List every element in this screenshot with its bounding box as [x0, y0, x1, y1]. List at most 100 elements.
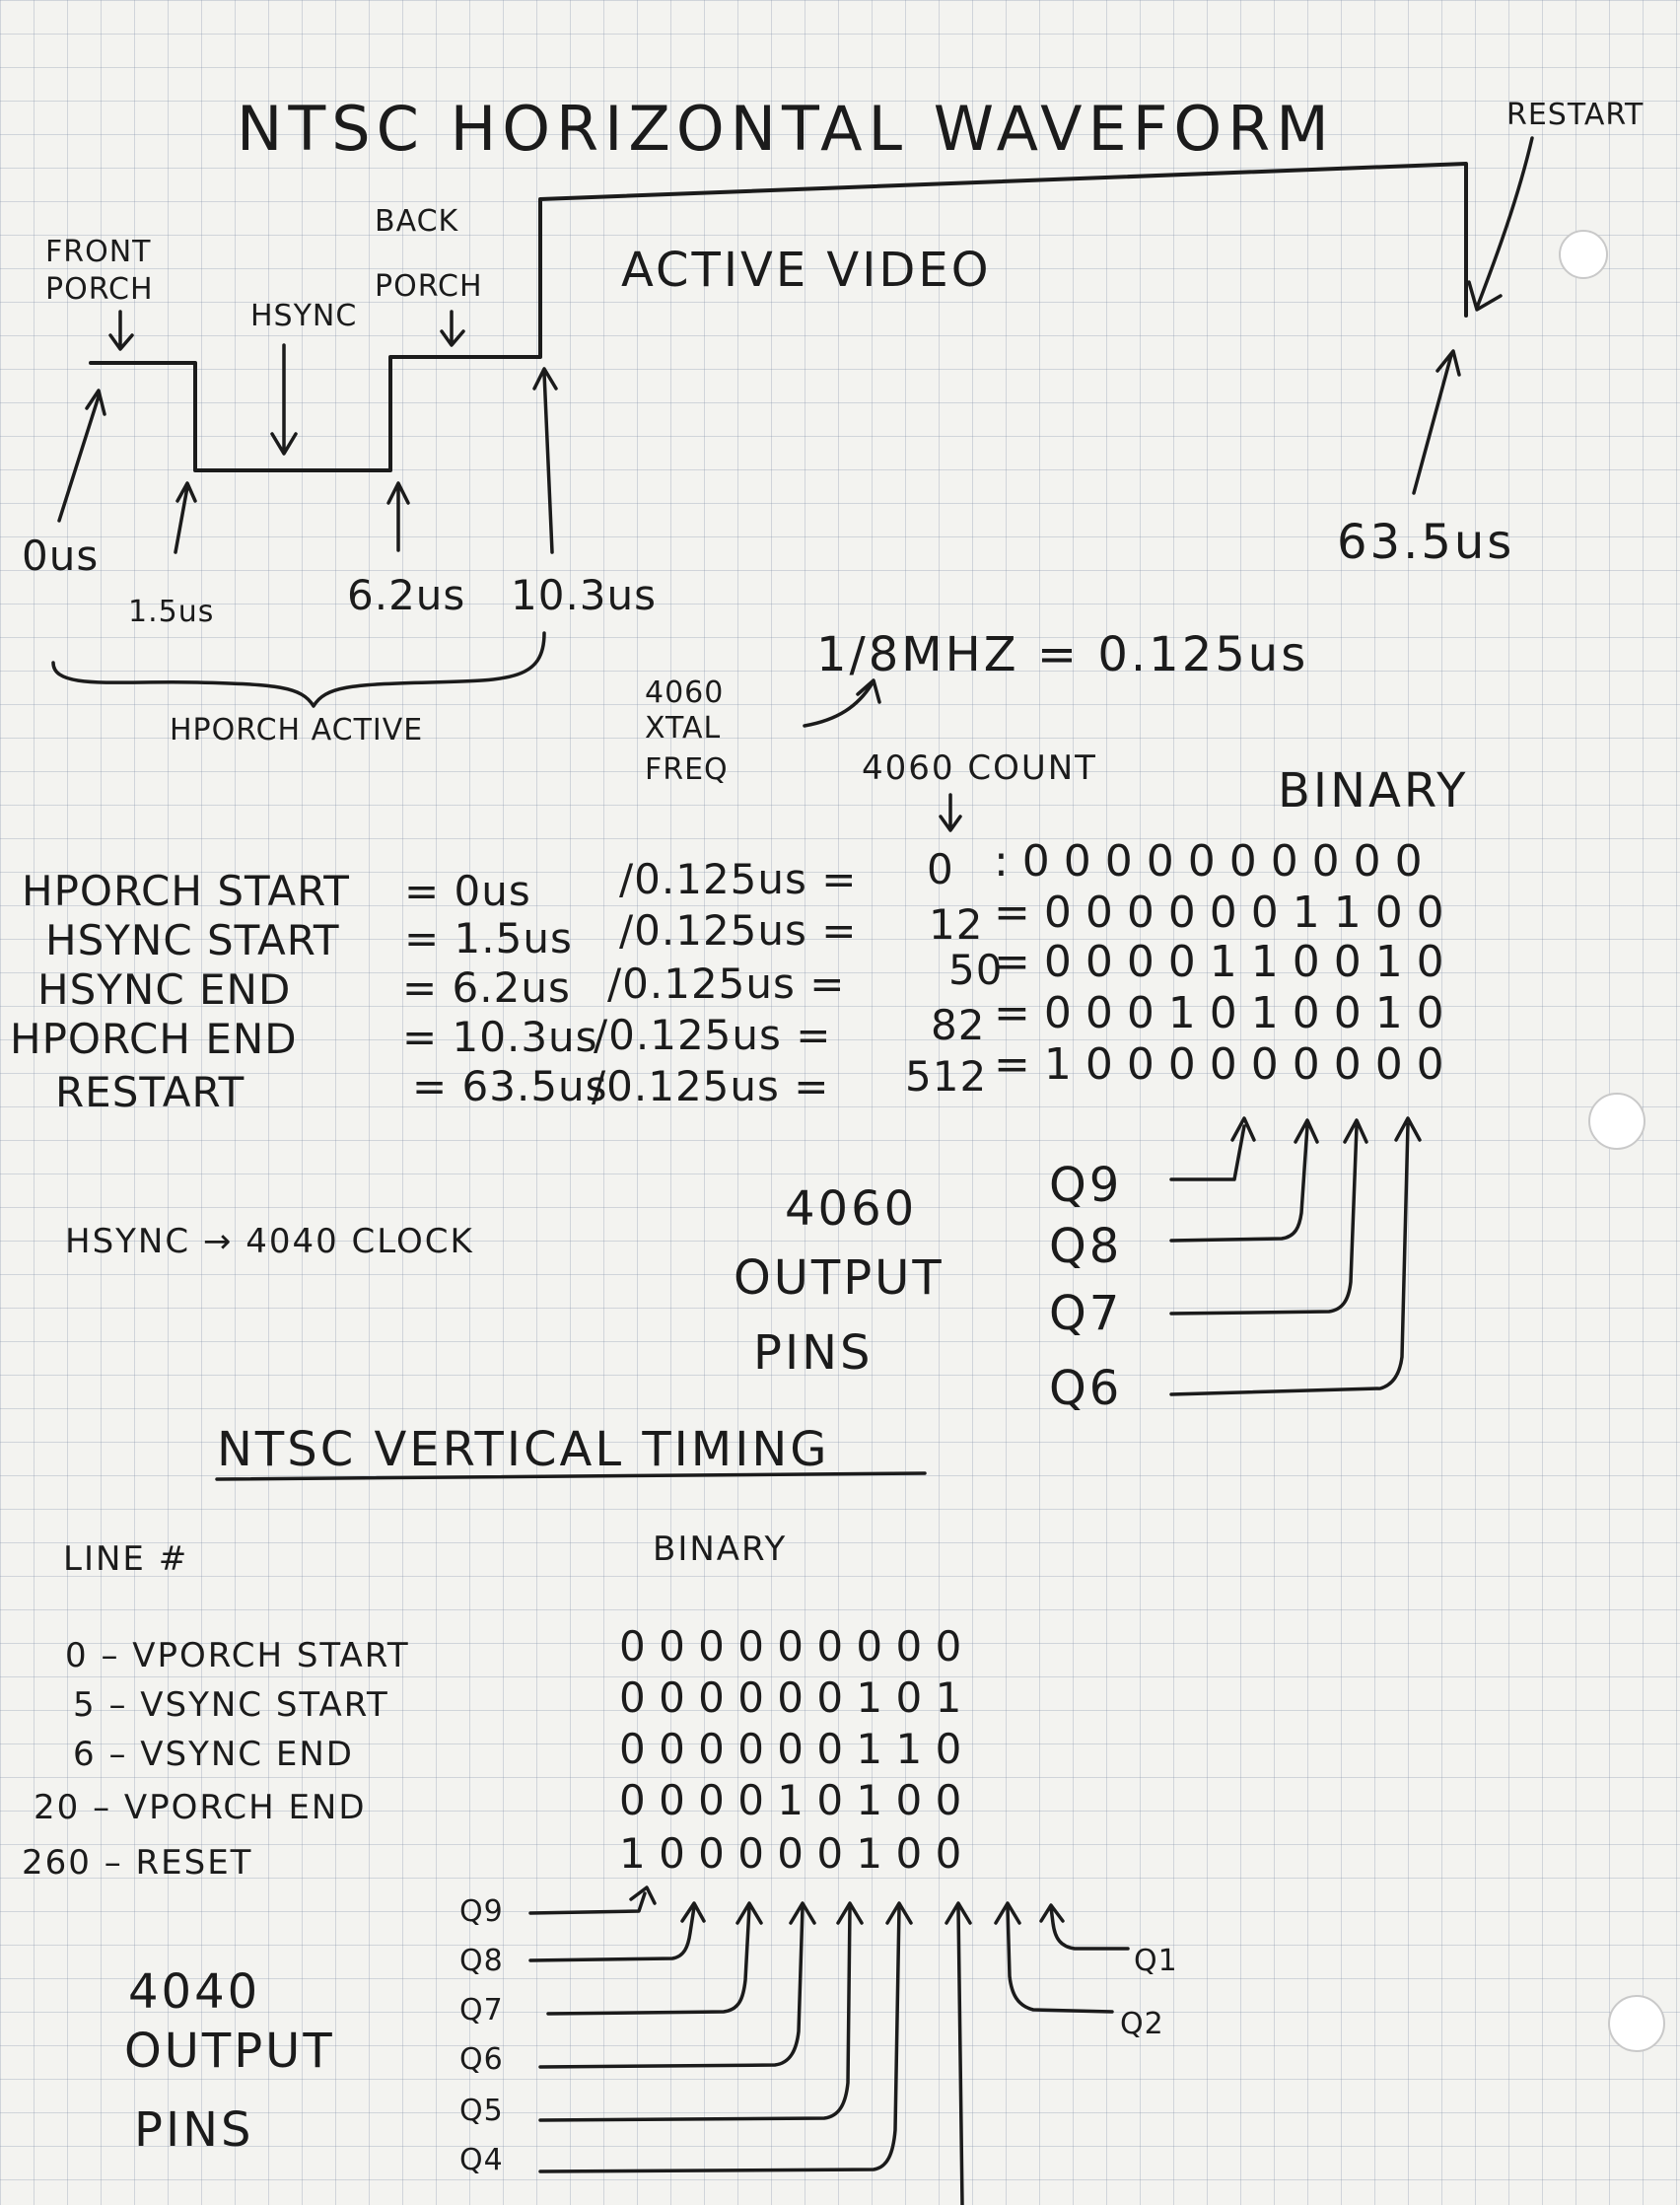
hsync-clock-note: HSYNC → 4040 CLOCK	[65, 1222, 474, 1261]
hsync-label: HSYNC	[250, 299, 357, 333]
hporch-active-label: HPORCH ACTIVE	[170, 713, 423, 747]
row-name: HPORCH END	[10, 1015, 298, 1063]
row-bits: = 1 0 0 0 0 0 0 0 0 0	[994, 1039, 1444, 1090]
hporch-brace	[51, 631, 546, 708]
back-porch-arrow	[440, 310, 465, 347]
row-eq: = 6.2us	[402, 963, 571, 1012]
v-row-line: 260 – RESET	[22, 1843, 252, 1883]
v-pins-label-2: OUTPUT	[124, 2024, 335, 2079]
count-header: 4060 COUNT	[862, 748, 1097, 788]
front-porch-label-2: PORCH	[45, 272, 154, 307]
v-q2-wire	[994, 1901, 1114, 2014]
row-div: /0.125us =	[619, 855, 857, 903]
v-q6-label: Q6	[459, 2042, 504, 2077]
row-bits: = 0 0 0 1 0 1 0 0 1 0	[994, 988, 1444, 1038]
vertical-title-underline	[215, 1471, 927, 1481]
xtal-label-2: XTAL	[645, 711, 721, 746]
row-name: HPORCH START	[22, 867, 350, 915]
q7-label: Q7	[1049, 1286, 1122, 1341]
v-q2-label: Q2	[1120, 2007, 1164, 2041]
row-eq: = 0us	[404, 867, 531, 915]
v-row-line: 6 – VSYNC END	[73, 1735, 354, 1774]
q7-wire	[1169, 1118, 1368, 1316]
binary-header: BINARY	[1278, 763, 1468, 818]
v-q4-wire	[538, 1901, 913, 2173]
line-header: LINE #	[63, 1539, 188, 1579]
v-q9-label: Q9	[459, 1894, 504, 1929]
v-pins-label-3: PINS	[134, 2102, 253, 2158]
front-porch-label-1: FRONT	[45, 235, 151, 269]
vertical-table: 0 – VPORCH START 0 0 0 0 0 0 0 0 0 5 – V…	[22, 1622, 961, 1883]
v-q8-wire	[528, 1901, 706, 1962]
restart-label: RESTART	[1506, 98, 1644, 132]
pins-label-1: 4060	[785, 1181, 917, 1237]
xtal-arrow	[803, 678, 881, 728]
q9-label: Q9	[1049, 1158, 1122, 1213]
v-q8-label: Q8	[459, 1944, 504, 1978]
v-q5-label: Q5	[459, 2094, 504, 2128]
front-porch-arrow	[108, 310, 134, 351]
v-row-line: 20 – VPORCH END	[34, 1788, 367, 1827]
t1-arrow	[174, 481, 197, 554]
v-q5-wire	[538, 1901, 864, 2122]
v-q7-wire	[546, 1901, 763, 2016]
row-div: /0.125us =	[619, 906, 857, 955]
v-q1-label: Q1	[1134, 1944, 1178, 1978]
t1-label: 1.5us	[128, 595, 214, 629]
v-row-bits: 0 0 0 0 0 0 0 0 0	[619, 1622, 961, 1671]
row-div: /0.125us =	[594, 1011, 831, 1059]
row-count: 50	[948, 946, 1003, 994]
v-q4-label: Q4	[459, 2143, 504, 2177]
vertical-binary-header: BINARY	[653, 1529, 787, 1569]
v-row-bits: 1 0 0 0 0 0 1 0 0	[619, 1829, 961, 1878]
row-div: /0.125us =	[607, 960, 845, 1008]
horizontal-waveform	[89, 162, 1468, 472]
t2-arrow	[386, 481, 410, 552]
row-count: 512	[905, 1052, 987, 1101]
horizontal-title: NTSC HORIZONTAL WAVEFORM	[237, 93, 1335, 165]
row-eq: = 10.3us	[402, 1013, 598, 1061]
q6-label: Q6	[1049, 1361, 1122, 1416]
binder-hole-middle	[1588, 1093, 1645, 1150]
q9-wire	[1169, 1116, 1256, 1181]
active-video-label: ACTIVE VIDEO	[621, 243, 991, 298]
v-q1-wire	[1039, 1903, 1130, 1951]
binder-hole-bottom	[1608, 1995, 1665, 2052]
pins-label-3: PINS	[753, 1325, 873, 1381]
horizontal-table: HPORCH START = 0us /0.125us = 0 : 0 0 0 …	[10, 836, 1444, 1116]
q8-label: Q8	[1049, 1219, 1122, 1274]
row-count: 12	[929, 900, 983, 949]
v-row-bits: 0 0 0 0 0 0 1 1 0	[619, 1725, 961, 1773]
q6-wire	[1169, 1116, 1422, 1396]
xtal-label-1: 4060	[645, 676, 724, 710]
row-div: /0.125us =	[592, 1062, 829, 1110]
row-count: 82	[931, 1001, 985, 1049]
q8-wire	[1169, 1118, 1319, 1243]
row-bits: = 0 0 0 0 1 1 0 0 1 0	[994, 937, 1444, 987]
v-row-line: 5 – VSYNC START	[73, 1685, 389, 1725]
v-row-bits: 0 0 0 0 1 0 1 0 0	[619, 1776, 961, 1824]
row-bits: : 0 0 0 0 0 0 0 0 0 0	[994, 836, 1423, 887]
restart-arrow	[1467, 136, 1534, 312]
count-arrow	[939, 793, 962, 832]
binder-hole-top	[1559, 230, 1608, 279]
v-q6-wire	[538, 1901, 816, 2069]
t2-label: 6.2us	[347, 571, 465, 619]
back-porch-label-1: BACK	[375, 204, 459, 239]
row-count: 0	[927, 845, 954, 893]
t-end-label: 63.5us	[1337, 515, 1514, 570]
t3-label: 10.3us	[511, 571, 657, 619]
row-bits: = 0 0 0 0 0 0 1 1 0 0	[994, 888, 1444, 938]
t3-arrow	[532, 367, 558, 554]
t-end-arrow	[1412, 349, 1461, 495]
v-row-line: 0 – VPORCH START	[65, 1636, 410, 1675]
t0-label: 0us	[22, 532, 99, 580]
v-q9-wire	[528, 1885, 657, 1915]
freq-equation: 1/8MHZ = 0.125us	[816, 627, 1308, 682]
row-eq: = 1.5us	[404, 914, 573, 962]
row-name: HSYNC END	[37, 965, 291, 1014]
v-q3-wire	[945, 1901, 972, 2205]
vertical-title: NTSC VERTICAL TIMING	[217, 1422, 829, 1477]
xtal-label-3: FREQ	[645, 752, 729, 787]
